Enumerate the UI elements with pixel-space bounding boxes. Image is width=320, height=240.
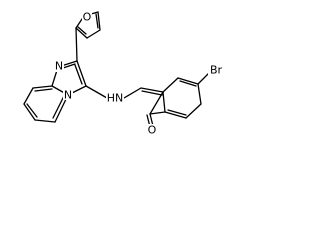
c7-c2-bond (149, 111, 166, 115)
carbonyl-oxygen-label: O (148, 124, 157, 137)
pyridine-bond-c6-c5 (34, 119, 56, 123)
imidazole-bond-c3-c2-inner (74, 64, 83, 85)
pyridine-bond-c8a-c8-inner (34, 88, 53, 92)
carbonyl-oxygen-bg (147, 124, 157, 135)
amine-bg (106, 93, 124, 104)
ch-c1-bond-inner (141, 90, 163, 96)
ring-bond-c3-c2-inner (167, 109, 187, 116)
bromine-bg (208, 65, 224, 76)
quinoid-ring (162, 77, 202, 119)
ring-bond-c6-c5 (177, 77, 199, 85)
ring-bond-c2-c1 (162, 91, 166, 113)
ring-oxygen-label: O (83, 11, 92, 24)
bridgehead-nitrogen-bg (63, 89, 73, 100)
chemical-structure-diagram: O N N HN Br O (23, 11, 224, 137)
pyridine-bond-c7-c6-inner (26, 103, 38, 118)
furan-imidazole-bond (75, 27, 78, 62)
pyridine-bond-c8a-c8 (32, 85, 53, 89)
furan-bond-c5-c4 (97, 11, 101, 31)
furan-bond-c4-c3 (86, 29, 101, 39)
furan-ring (75, 11, 101, 39)
furan-bond-c5-c4-inner (95, 13, 99, 29)
furan-bond-c3-c2 (75, 27, 88, 39)
furan-bond-c3-c2-inner (77, 26, 87, 35)
pyridine-ring (23, 85, 69, 123)
ch-c1-bond (140, 87, 164, 93)
ring-bond-c1-c6 (162, 77, 179, 93)
ring-oxygen-bg (82, 12, 92, 22)
imidazole-nitrogen-label: N (55, 60, 63, 73)
nh-ch-bond (123, 87, 142, 99)
pyridine-bond-c5-n4-inner (52, 95, 65, 119)
bromine-label: Br (210, 64, 223, 77)
ring-bond-c3-c2 (164, 111, 187, 119)
bridgehead-nitrogen-label: N (64, 89, 72, 102)
ring-bond-c6-c5-inner (179, 80, 197, 87)
amine-label: HN (107, 92, 124, 105)
imidazole-bond-c3-c2 (76, 60, 87, 87)
c3-nh-bond (85, 85, 108, 99)
imidazole-nitrogen-bg (54, 61, 64, 72)
pyridine-bond-c8-c7 (23, 87, 34, 105)
ring-bond-c4-c3 (185, 103, 202, 119)
ring-bond-c5-c4 (197, 83, 202, 105)
c1-c7-bond (149, 91, 164, 115)
pyridine-bond-c7-c6 (23, 103, 36, 121)
